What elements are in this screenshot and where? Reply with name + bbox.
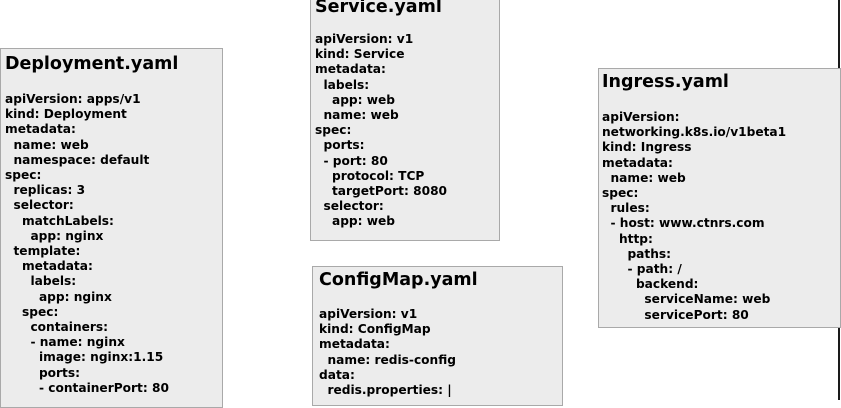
- yaml-line: ports:: [5, 365, 81, 380]
- yaml-line: backend:: [602, 277, 699, 292]
- yaml-line: serviceName: web: [602, 292, 771, 307]
- yaml-line: - host: www.ctnrs.com: [602, 216, 765, 231]
- yaml-line: image: nginx:1.15: [5, 350, 164, 365]
- yaml-line: spec:: [602, 186, 639, 201]
- yaml-line: replicas: 3: [5, 183, 86, 198]
- yaml-line: metadata:: [5, 122, 76, 137]
- yaml-line: name: web: [5, 137, 89, 152]
- yaml-line: selector:: [315, 199, 384, 214]
- yaml-line: - containerPort: 80: [5, 380, 169, 395]
- yaml-line: app: web: [315, 214, 396, 229]
- yaml-line: apiVersion: v1: [319, 307, 418, 321]
- yaml-line: selector:: [5, 198, 74, 213]
- yaml-line: kind: Ingress: [602, 140, 692, 155]
- yaml-line: namespace: default: [5, 152, 150, 167]
- yaml-line: apiVersion: apps/v1: [5, 92, 141, 106]
- yaml-line: apiVersion:: [602, 110, 680, 124]
- yaml-line: labels:: [315, 77, 370, 92]
- yaml-line: data:: [319, 367, 355, 382]
- yaml-line: targetPort: 8080: [315, 184, 448, 199]
- yaml-line: name: redis-config: [319, 352, 456, 367]
- yaml-line: servicePort: 80: [602, 307, 749, 322]
- yaml-line: kind: Service: [315, 47, 405, 62]
- yaml-line: protocol: TCP: [315, 168, 425, 183]
- deployment-yaml-title: Deployment.yaml: [5, 54, 179, 74]
- yaml-line: spec:: [5, 304, 59, 319]
- configmap-yaml-title: ConfigMap.yaml: [319, 270, 478, 290]
- yaml-line: ports:: [315, 138, 365, 153]
- yaml-line: metadata:: [602, 155, 673, 170]
- yaml-line: paths:: [602, 246, 672, 261]
- yaml-line: kind: Deployment: [5, 107, 127, 122]
- yaml-line: kind: ConfigMap: [319, 322, 431, 337]
- yaml-line: name: web: [315, 108, 399, 123]
- yaml-line: metadata:: [315, 62, 386, 77]
- yaml-line: app: nginx: [5, 228, 104, 243]
- yaml-line: rules:: [602, 201, 650, 216]
- ingress-yaml-title: Ingress.yaml: [602, 72, 729, 92]
- yaml-line: app: web: [315, 92, 396, 107]
- yaml-line: apiVersion: v1: [315, 32, 414, 46]
- yaml-line: spec:: [5, 168, 42, 183]
- yaml-line: spec:: [315, 123, 352, 138]
- yaml-line: - path: /: [602, 262, 682, 277]
- ingress-yaml-card: Ingress.yaml apiVersion:networking.k8s.i…: [598, 68, 841, 328]
- yaml-line: - port: 80: [315, 153, 388, 168]
- yaml-line: metadata:: [319, 337, 390, 352]
- yaml-line: containers:: [5, 320, 109, 335]
- yaml-line: redis.properties: |: [319, 383, 452, 398]
- service-yaml-title: Service.yaml: [315, 0, 442, 17]
- yaml-line: app: nginx: [5, 289, 112, 304]
- yaml-line: matchLabels:: [5, 213, 114, 228]
- yaml-line: metadata:: [5, 259, 93, 274]
- yaml-line: networking.k8s.io/v1beta1: [602, 125, 787, 140]
- yaml-line: labels:: [5, 274, 77, 289]
- yaml-line: template:: [5, 244, 81, 259]
- yaml-line: http:: [602, 231, 653, 246]
- yaml-line: name: web: [602, 170, 686, 185]
- yaml-line: - name: nginx: [5, 335, 125, 350]
